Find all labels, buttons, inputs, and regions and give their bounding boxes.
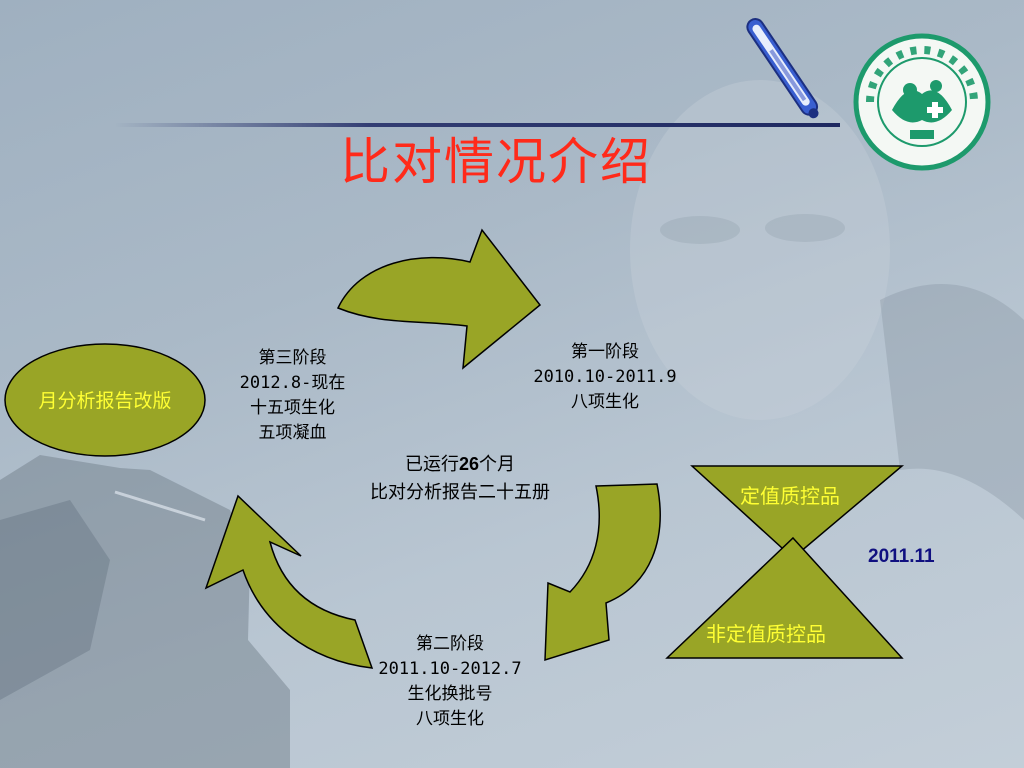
- stage-3-period: 2012.8-现在: [239, 373, 346, 393]
- months-suffix: 个月: [479, 454, 516, 475]
- arrow-stage2-to-stage3: [204, 494, 374, 669]
- report-revision-ellipse: [4, 343, 206, 457]
- defined-qc-label: 定值质控品: [740, 484, 840, 508]
- stage-2-text: 第二阶段 2011.10-2012.7 生化换批号 八项生化: [345, 632, 555, 732]
- report-revision-label: 月分析报告改版: [38, 390, 172, 412]
- stage-1-heading: 第一阶段: [571, 342, 639, 362]
- hospital-logo: [853, 33, 991, 171]
- arrow-stage1-to-stage2: [544, 483, 661, 662]
- stage-2-detail-2: 八项生化: [416, 709, 484, 729]
- page-title: 比对情况介绍: [340, 133, 652, 191]
- header-rule: [115, 123, 840, 127]
- defined-qc-triangle: [690, 465, 905, 559]
- center-summary: 已运行26个月 比对分析报告二十五册: [320, 450, 600, 507]
- stage-3-detail-1: 十五项生化: [250, 398, 335, 418]
- stage-1-detail: 八项生化: [571, 392, 639, 412]
- stage-2-period: 2011.10-2012.7: [378, 659, 522, 679]
- stage-3-heading: 第三阶段: [258, 348, 327, 368]
- undefined-qc-label: 非定值质控品: [706, 622, 826, 646]
- stage-1-period: 2010.10-2011.9: [533, 367, 677, 387]
- stage-2-detail-1: 生化换批号: [407, 684, 493, 704]
- qc-change-date: 2011.11: [868, 546, 935, 567]
- undefined-qc-triangle: [665, 536, 904, 659]
- arrow-stage3-to-stage1: [336, 228, 542, 370]
- stage-3-detail-2: 五项凝血: [258, 423, 327, 443]
- months-running-line: 已运行26个月: [320, 450, 600, 479]
- stage-2-heading: 第二阶段: [416, 634, 484, 654]
- stage-1-text: 第一阶段 2010.10-2011.9 八项生化: [500, 340, 710, 415]
- thermometer-icon: [746, 18, 819, 119]
- months-prefix: 已运行: [404, 454, 459, 475]
- stage-3-text: 第三阶段 2012.8-现在 十五项生化 五项凝血: [205, 346, 380, 446]
- months-value: 26: [458, 454, 480, 474]
- report-count-line: 比对分析报告二十五册: [370, 482, 550, 503]
